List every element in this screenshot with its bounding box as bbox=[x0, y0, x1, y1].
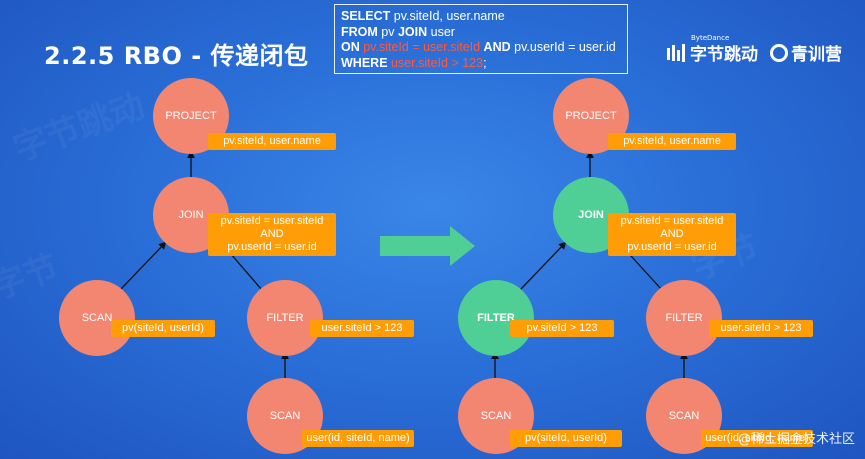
sql-keyword: SELECT bbox=[341, 9, 391, 23]
join-condition-1: pv.siteId = user.siteId bbox=[220, 215, 324, 227]
right-filter-user-label: user.siteId > 123 bbox=[709, 320, 813, 337]
sql-line-1: SELECT pv.siteId, user.name bbox=[341, 9, 621, 25]
sql-text: pv.siteId, user.name bbox=[390, 9, 505, 23]
left-join-label: pv.siteId = user.siteId AND pv.userId = … bbox=[208, 213, 336, 256]
sql-keyword: ON bbox=[341, 40, 360, 54]
edge-right-filterpv-join bbox=[519, 241, 567, 291]
bytedance-logo: ByteDance 字节跳动 bbox=[667, 34, 758, 65]
sql-text: pv bbox=[377, 24, 398, 39]
slide-title: 2.2.5 RBO - 传递闭包 bbox=[44, 42, 309, 70]
sql-highlight: pv.siteId = user.siteId bbox=[359, 40, 484, 54]
bytedance-logo-cn: 字节跳动 bbox=[690, 45, 758, 65]
left-filter-label: user.siteId > 123 bbox=[310, 320, 414, 337]
left-filter-node: FILTER bbox=[247, 280, 323, 356]
left-project-label: pv.siteId, user.name bbox=[208, 133, 336, 150]
sql-text: user bbox=[427, 24, 455, 39]
bytedance-logo-text: ByteDance bbox=[691, 34, 730, 42]
left-scan-user-label: user(id, siteId, name) bbox=[302, 430, 414, 447]
transform-arrow bbox=[380, 226, 475, 266]
right-scan-pv-label: pv(siteId, userId) bbox=[510, 430, 622, 447]
join-condition-1: pv.siteId = user.siteId bbox=[620, 215, 724, 227]
sql-text: pv.userId = user.id bbox=[510, 40, 616, 54]
join-condition-and: AND bbox=[260, 228, 284, 240]
sql-keyword: JOIN bbox=[397, 24, 428, 39]
edge-left-scan-join bbox=[119, 241, 167, 291]
sql-query-box: SELECT pv.siteId, user.name FROM pv JOIN… bbox=[334, 4, 628, 74]
sql-highlight: user.siteId > 123 bbox=[387, 55, 484, 70]
left-scan-pv-node: SCAN bbox=[59, 280, 135, 356]
join-condition-and: AND bbox=[660, 228, 684, 240]
sql-line-4: WHERE user.siteId > 123; bbox=[341, 56, 621, 72]
right-filter-user-node: FILTER bbox=[646, 280, 722, 356]
sql-line-2: FROM pv JOIN user bbox=[341, 25, 621, 41]
left-scan-pv-label: pv(siteId, userId) bbox=[111, 320, 215, 337]
qingxunying-logo-icon bbox=[770, 43, 788, 62]
join-condition-2: pv.userId = user.id bbox=[627, 241, 717, 253]
qingxunying-logo: 青训营 bbox=[770, 40, 842, 65]
qingxunying-logo-cn: 青训营 bbox=[791, 45, 842, 65]
right-filter-pv-label: pv.siteId > 123 bbox=[510, 320, 614, 337]
sql-line-3: ON pv.siteId = user.siteId AND pv.userId… bbox=[341, 40, 621, 56]
right-project-label: pv.siteId, user.name bbox=[608, 133, 736, 150]
right-filter-pv-node: FILTER bbox=[458, 280, 534, 356]
right-scan-user-label: user(id, siteId, name) bbox=[701, 430, 813, 447]
join-condition-2: pv.userId = user.id bbox=[227, 241, 317, 253]
sql-text: ; bbox=[483, 55, 487, 70]
bytedance-logo-icon bbox=[667, 43, 685, 62]
right-join-label: pv.siteId = user.siteId AND pv.userId = … bbox=[608, 213, 736, 256]
sql-keyword: WHERE bbox=[341, 55, 388, 70]
sql-keyword: AND bbox=[483, 40, 511, 54]
site-watermark: @稀土掘金技术社区 bbox=[737, 432, 855, 447]
sql-keyword: FROM bbox=[341, 24, 378, 39]
